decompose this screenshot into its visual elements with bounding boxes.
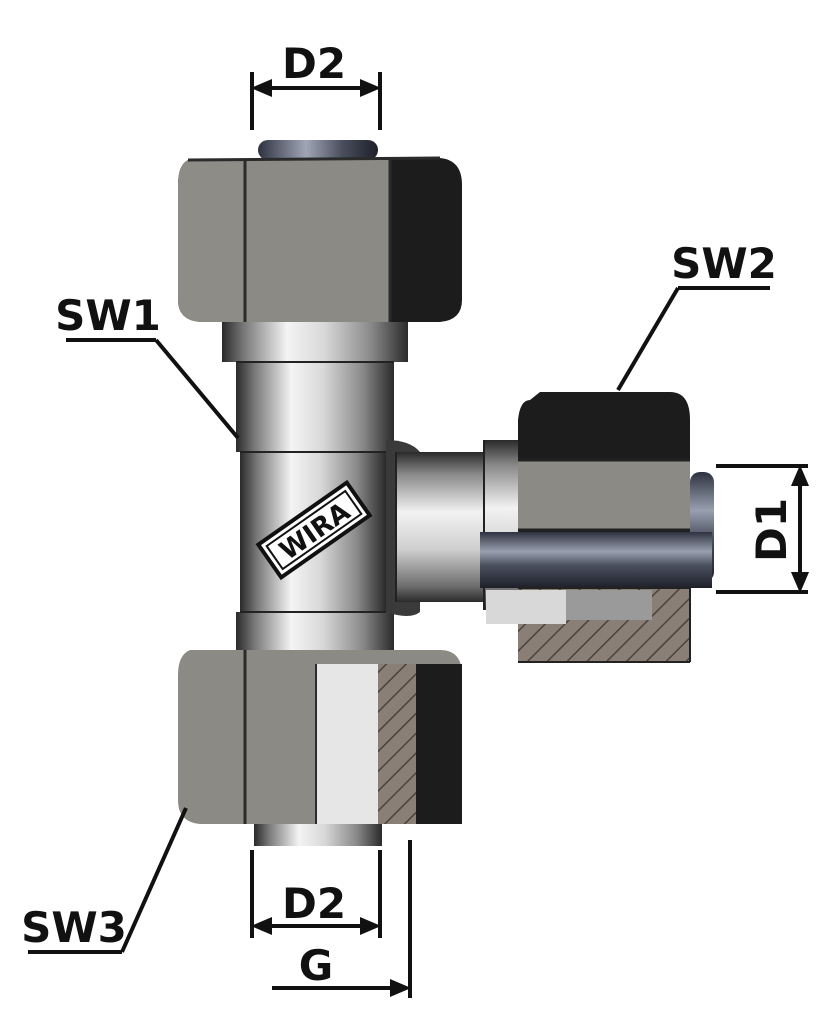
label-d2-bottom: D2 xyxy=(282,879,346,928)
dimension-d2-bottom xyxy=(250,850,382,938)
dimension-d2-top xyxy=(250,72,382,130)
label-sw1: SW1 xyxy=(55,291,161,340)
bottom-union-nut xyxy=(178,650,462,846)
leader-sw1 xyxy=(66,338,240,440)
right-tube xyxy=(480,532,712,588)
dimension-d1 xyxy=(716,464,810,594)
label-sw2: SW2 xyxy=(671,239,777,288)
right-nut-section xyxy=(486,587,691,663)
top-union-nut xyxy=(178,140,462,322)
label-d2-top: D2 xyxy=(282,39,346,88)
label-g: G xyxy=(299,941,333,990)
label-d1: D1 xyxy=(747,498,796,562)
dimension-g xyxy=(272,840,412,998)
leader-sw3 xyxy=(28,807,188,954)
leader-sw2 xyxy=(616,286,770,392)
label-sw3: SW3 xyxy=(21,903,127,952)
tee-body-vertical xyxy=(222,322,408,652)
tee-body-branch xyxy=(386,440,524,616)
